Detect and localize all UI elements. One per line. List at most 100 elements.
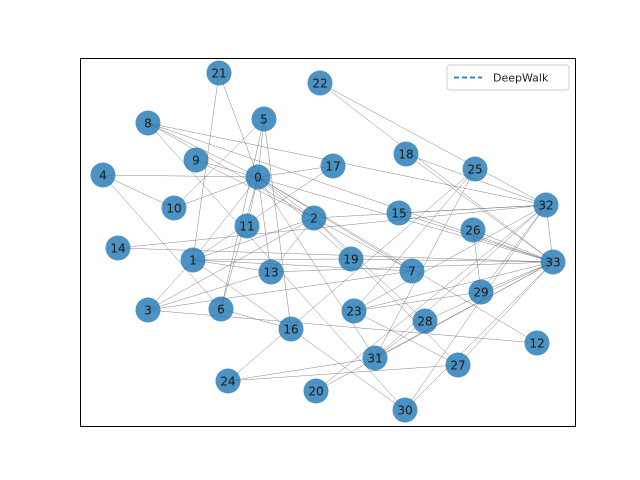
edge-22-32: [319, 82, 547, 206]
edge-23-27: [353, 310, 459, 366]
node-32: 32: [533, 192, 559, 218]
node-circle-22: [307, 70, 333, 96]
edge-18-33: [405, 153, 554, 263]
node-label-16: 16: [283, 323, 298, 337]
node-circle-11: [234, 213, 260, 239]
node-circle-27: [445, 352, 471, 378]
node-circle-30: [392, 397, 418, 423]
node-circle-15: [386, 200, 412, 226]
edge-4-10: [102, 174, 175, 209]
node-label-6: 6: [217, 303, 225, 317]
node-circle-24: [215, 368, 241, 394]
node-label-18: 18: [398, 148, 413, 162]
node-circle-17: [320, 153, 346, 179]
node-8: 8: [135, 110, 161, 136]
edge-0-10: [173, 176, 259, 209]
edge-0-13: [257, 176, 272, 273]
node-label-19: 19: [343, 253, 358, 267]
edge-1-7: [192, 259, 413, 272]
node-label-12: 12: [529, 337, 544, 351]
edge-1-13: [192, 259, 272, 273]
node-label-23: 23: [346, 305, 361, 319]
node-label-32: 32: [538, 199, 553, 213]
node-33: 33: [540, 249, 566, 275]
legend-label: DeepWalk: [493, 72, 549, 85]
node-24: 24: [215, 368, 241, 394]
node-circle-19: [338, 246, 364, 272]
edge-26-33: [472, 229, 554, 263]
node-circle-16: [278, 316, 304, 342]
edge-25-31: [374, 168, 476, 359]
edge-2-28: [313, 217, 426, 322]
node-circle-33: [540, 249, 566, 275]
edge-8-32: [147, 122, 547, 206]
node-label-13: 13: [263, 266, 278, 280]
node-label-8: 8: [144, 117, 152, 131]
node-circle-2: [301, 205, 327, 231]
edge-1-2: [192, 217, 315, 261]
node-3: 3: [135, 297, 161, 323]
node-15: 15: [386, 200, 412, 226]
node-label-3: 3: [144, 304, 152, 318]
edge-5-10: [173, 118, 265, 209]
node-31: 31: [362, 345, 388, 371]
node-2: 2: [301, 205, 327, 231]
edge-30-33: [404, 261, 554, 411]
node-22: 22: [307, 70, 333, 96]
node-label-30: 30: [397, 404, 412, 418]
node-10: 10: [161, 195, 187, 221]
node-circle-21: [206, 60, 232, 86]
edge-23-25: [353, 168, 476, 312]
edge-29-32: [480, 204, 547, 293]
edge-31-33: [374, 261, 554, 359]
edge-27-33: [457, 261, 554, 366]
edge-31-32: [374, 204, 547, 359]
edge-3-13: [147, 271, 272, 311]
edge-0-17: [257, 165, 334, 178]
edge-24-25: [227, 168, 476, 382]
node-label-15: 15: [391, 207, 406, 221]
node-12: 12: [524, 330, 550, 356]
node-circle-20: [303, 378, 329, 404]
node-circle-32: [533, 192, 559, 218]
node-label-27: 27: [450, 359, 465, 373]
edge-23-33: [353, 261, 554, 312]
node-label-7: 7: [408, 265, 416, 279]
node-circle-14: [105, 235, 131, 261]
nodes-layer: 0123456789101112131415161718192021222324…: [90, 60, 566, 423]
node-label-26: 26: [465, 224, 480, 238]
node-label-20: 20: [308, 385, 323, 399]
node-0: 0: [245, 164, 271, 190]
node-circle-8: [135, 110, 161, 136]
node-30: 30: [392, 397, 418, 423]
node-14: 14: [105, 235, 131, 261]
node-label-22: 22: [312, 77, 327, 91]
node-17: 17: [320, 153, 346, 179]
plot-frame: [80, 58, 576, 427]
edge-0-21: [218, 72, 259, 178]
node-4: 4: [90, 162, 116, 188]
node-7: 7: [399, 258, 425, 284]
node-1: 1: [180, 247, 206, 273]
node-9: 9: [183, 147, 209, 173]
node-circle-6: [208, 296, 234, 322]
node-label-29: 29: [473, 286, 488, 300]
edge-2-27: [313, 217, 459, 366]
edge-19-33: [350, 258, 554, 263]
node-circle-7: [399, 258, 425, 284]
node-20: 20: [303, 378, 329, 404]
node-circle-25: [462, 156, 488, 182]
node-label-9: 9: [192, 154, 200, 168]
edge-8-33: [147, 122, 554, 263]
edge-20-32: [315, 204, 547, 392]
node-circle-4: [90, 162, 116, 188]
node-18: 18: [393, 141, 419, 167]
node-label-28: 28: [417, 315, 432, 329]
legend-box: [446, 64, 570, 91]
legend: DeepWalk: [446, 64, 570, 91]
node-circle-10: [161, 195, 187, 221]
edge-0-7: [257, 176, 413, 272]
node-26: 26: [460, 217, 486, 243]
edge-0-6: [220, 176, 259, 310]
